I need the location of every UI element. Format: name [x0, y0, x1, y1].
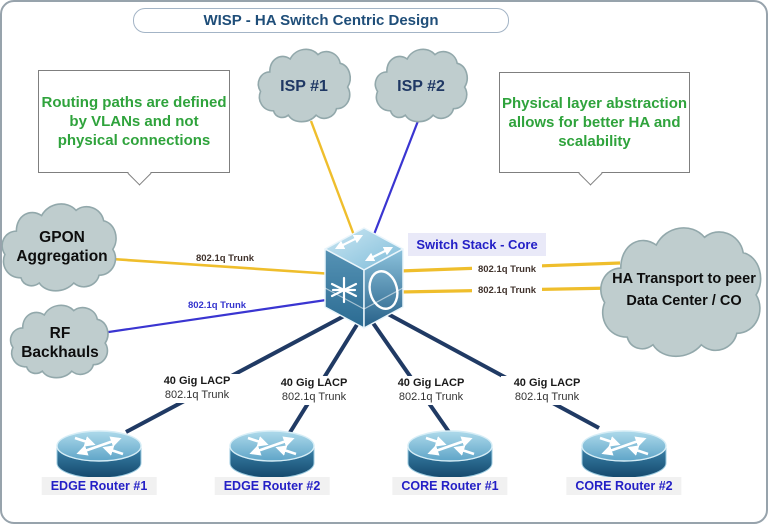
core-router-2-label: CORE Router #2	[566, 477, 682, 495]
core-router-1-icon	[408, 431, 492, 478]
switch-asterisk-icon	[330, 276, 358, 304]
trunk-label-ha-1: 802.1q Trunk	[472, 264, 542, 275]
link-rf-core	[101, 297, 334, 335]
lacp-title: 40 Gig LACP	[513, 377, 581, 389]
link-core-edge1	[125, 313, 347, 434]
isp1-cloud-label: ISP #1	[280, 78, 328, 95]
lacp-label-1: 40 Gig LACP 802.1q Trunk	[151, 374, 243, 403]
gpon-cloud-label: GPON Aggregation	[16, 228, 108, 265]
switch-ring-icon	[368, 270, 399, 310]
lacp-label-4: 40 Gig LACP 802.1q Trunk	[501, 376, 593, 405]
callout-physical-layer: Physical layer abstraction allows for be…	[499, 72, 690, 186]
callout-right-text: Physical layer abstraction allows for be…	[501, 94, 688, 151]
diagram-title: WISP - HA Switch Centric Design	[133, 8, 509, 33]
edge-router-2-label: EDGE Router #2	[214, 477, 330, 495]
trunk-label-gpon: 802.1q Trunk	[195, 253, 255, 264]
link-gpon-core	[111, 257, 334, 276]
link-isp1-core	[309, 120, 357, 239]
switch-stack-label: Switch Stack - Core	[408, 233, 546, 256]
rf-backhauls-cloud-label: RF Backhauls	[21, 324, 99, 361]
edge-router-2-icon	[230, 431, 314, 478]
lacp-title: 40 Gig LACP	[397, 377, 465, 389]
lacp-title: 40 Gig LACP	[163, 375, 231, 387]
lacp-trunk: 802.1q Trunk	[398, 391, 464, 404]
core-router-1-label: CORE Router #1	[392, 477, 508, 495]
lacp-label-3: 40 Gig LACP 802.1q Trunk	[385, 376, 477, 405]
switch-stack-icon	[324, 227, 404, 329]
lacp-trunk: 802.1q Trunk	[281, 391, 347, 404]
isp2-cloud-label: ISP #2	[397, 78, 445, 95]
callout-left-text: Routing paths are defined by VLANs and n…	[41, 93, 227, 150]
switch-arrows-icon	[334, 234, 394, 262]
core-router-2-icon	[582, 431, 666, 478]
trunk-label-rf: 802.1q Trunk	[187, 300, 247, 311]
ha-transport-cloud-label: HA Transport to peer Data Center / CO	[612, 270, 756, 309]
lacp-label-2: 40 Gig LACP 802.1q Trunk	[268, 376, 360, 405]
lacp-title: 40 Gig LACP	[280, 377, 348, 389]
edge-router-1-label: EDGE Router #1	[41, 477, 157, 495]
link-core-core2	[387, 312, 600, 430]
callout-routing-paths: Routing paths are defined by VLANs and n…	[38, 70, 230, 186]
lacp-trunk: 802.1q Trunk	[514, 391, 580, 404]
trunk-label-ha-2: 802.1q Trunk	[472, 285, 542, 296]
link-isp2-core	[371, 120, 420, 238]
edge-router-1-icon	[57, 431, 141, 478]
lacp-trunk: 802.1q Trunk	[164, 389, 230, 402]
